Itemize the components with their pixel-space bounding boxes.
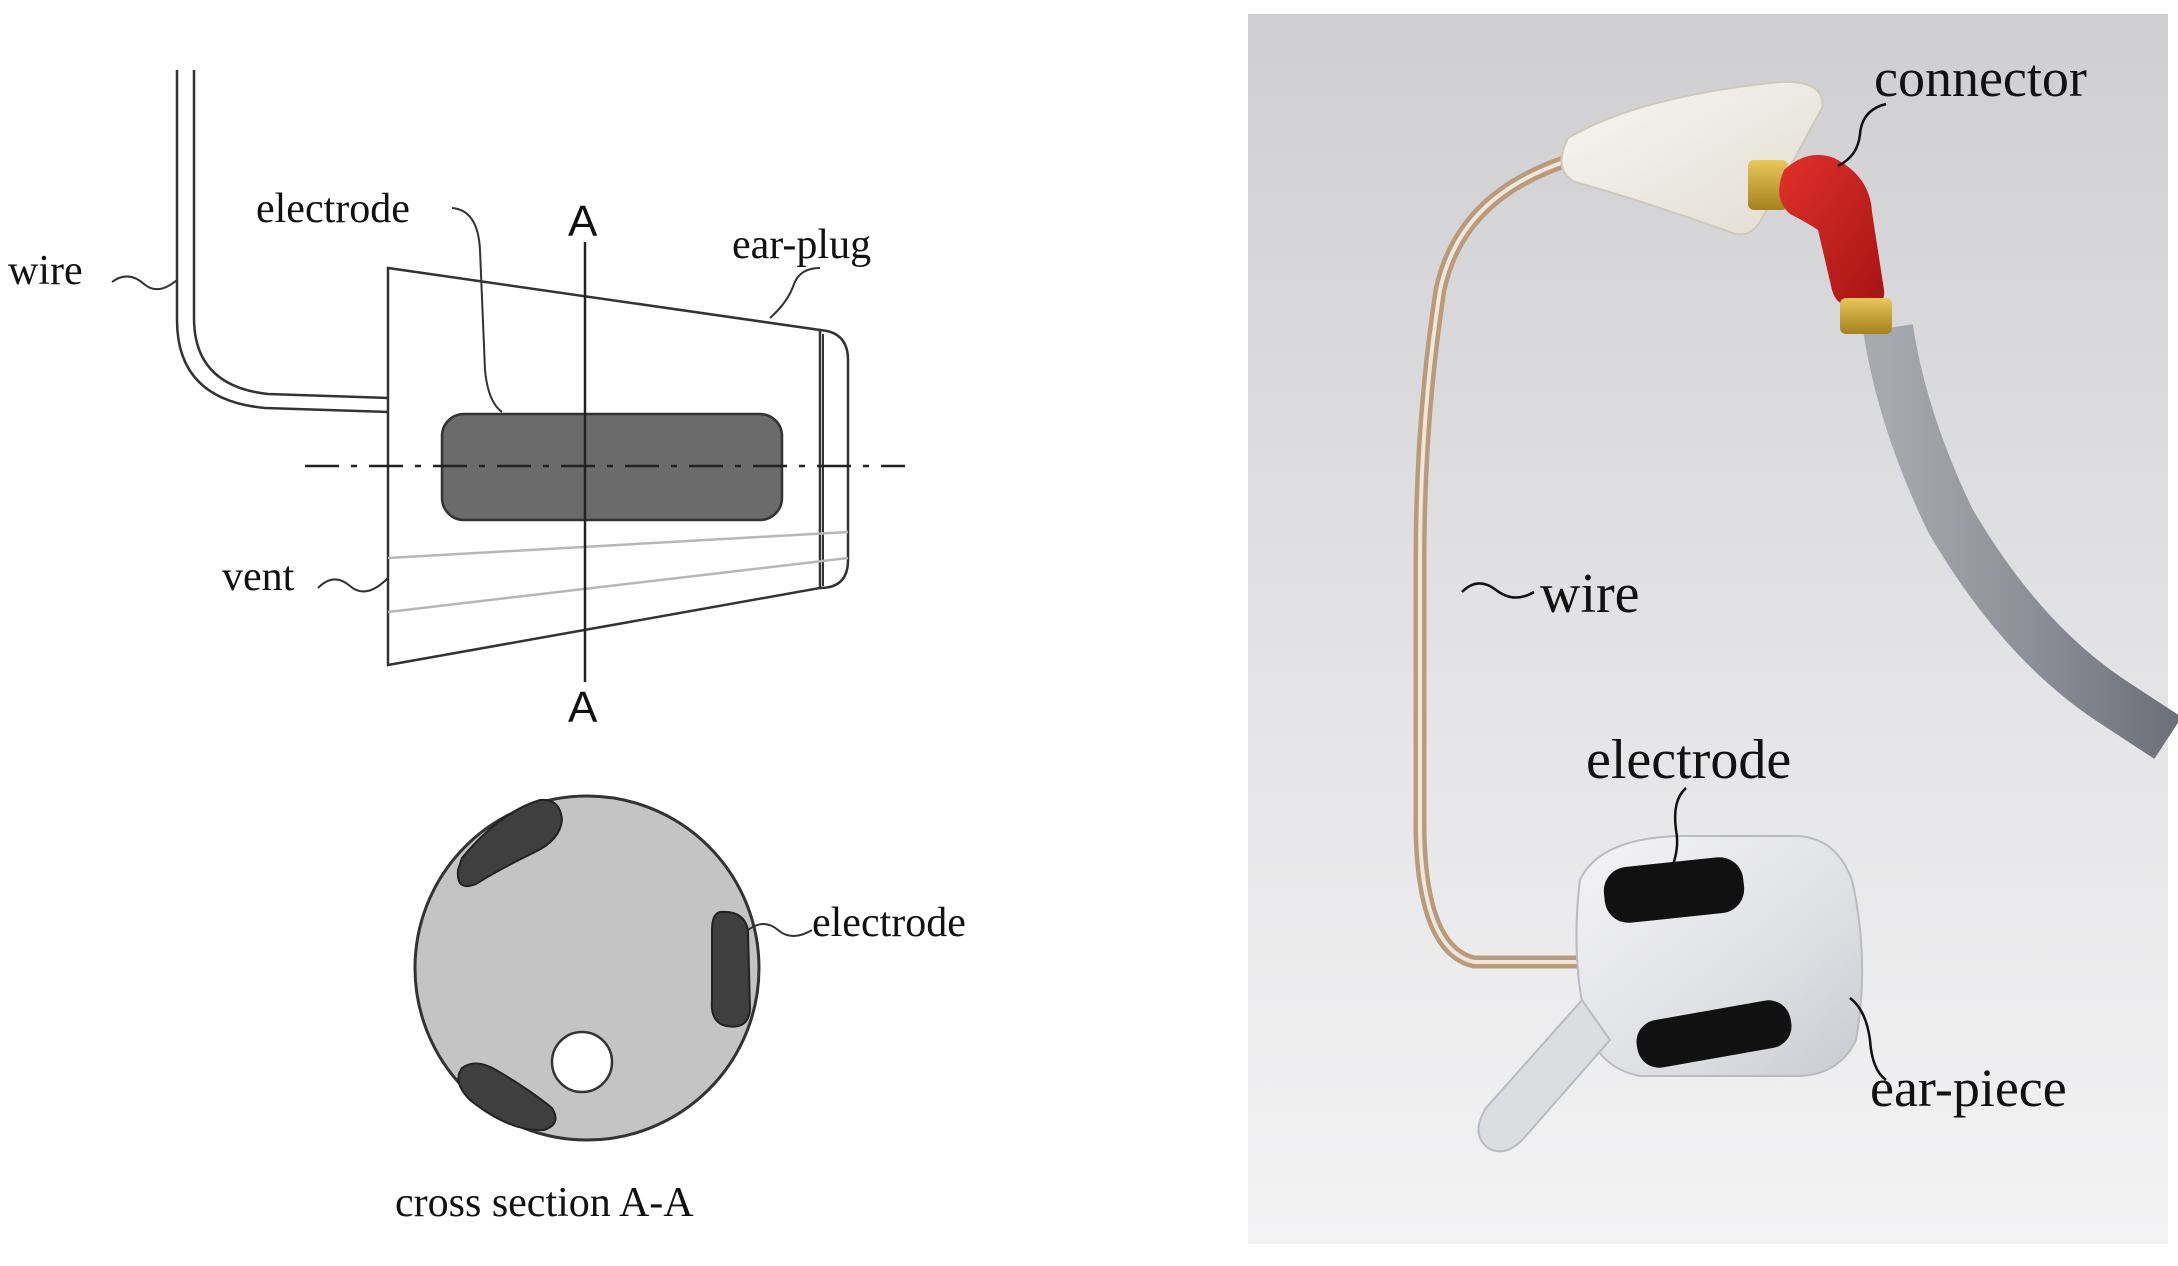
photo-electrode-bottom [1636, 1000, 1792, 1068]
label-photo-wire: wire [1540, 563, 1640, 625]
photo-grey-cable [1863, 324, 2178, 759]
cross-section-body [413, 794, 761, 1142]
device-photo: connector wire electrode ear-piece [1248, 14, 2178, 1244]
ear-plug-leader [769, 267, 821, 319]
label-electrode: electrode [256, 186, 410, 232]
electrode-leader [451, 207, 503, 413]
label-vent: vent [222, 554, 295, 600]
photo-electrode-leader [1668, 787, 1687, 873]
photo-connector [1779, 154, 1885, 306]
ear-plug-tip [819, 328, 850, 590]
vent-line-top [387, 530, 849, 560]
label-wire: wire [8, 248, 83, 294]
cross-vent-hole [550, 1030, 614, 1094]
vent-line-bottom [387, 556, 849, 614]
label-section-bottom: A [568, 683, 598, 732]
connector-leader [1837, 102, 1887, 168]
ear-piece-leader [1849, 997, 1887, 1082]
label-section-top: A [568, 197, 598, 246]
cross-section-caption: cross section A-A [395, 1180, 694, 1226]
cross-electrode-top-left [456, 798, 564, 888]
label-cross-electrode: electrode [812, 900, 966, 946]
photo-electrode-top [1603, 857, 1745, 923]
photo-brass-ring-lower [1840, 298, 1892, 334]
cross-electrode-bottom-left [457, 1062, 557, 1132]
label-ear-piece: ear-piece [1870, 1058, 2067, 1118]
photo-brass-ring-upper [1748, 160, 1788, 210]
vent-leader [317, 577, 389, 593]
photo-vent-tube [1477, 998, 1612, 1153]
photo-wire-leader [1461, 582, 1535, 599]
label-connector: connector [1874, 48, 2087, 108]
cross-electrode-right [710, 910, 752, 1028]
diagram-wire [175, 70, 389, 414]
ear-plug-diagram: wire electrode A ear-plug vent A [8, 70, 905, 732]
cross-section-diagram: electrode cross section A-A [395, 794, 966, 1226]
wire-leader [111, 275, 178, 291]
cross-electrode-leader [747, 923, 813, 937]
label-ear-plug: ear-plug [732, 222, 871, 268]
label-photo-electrode: electrode [1586, 729, 1791, 791]
